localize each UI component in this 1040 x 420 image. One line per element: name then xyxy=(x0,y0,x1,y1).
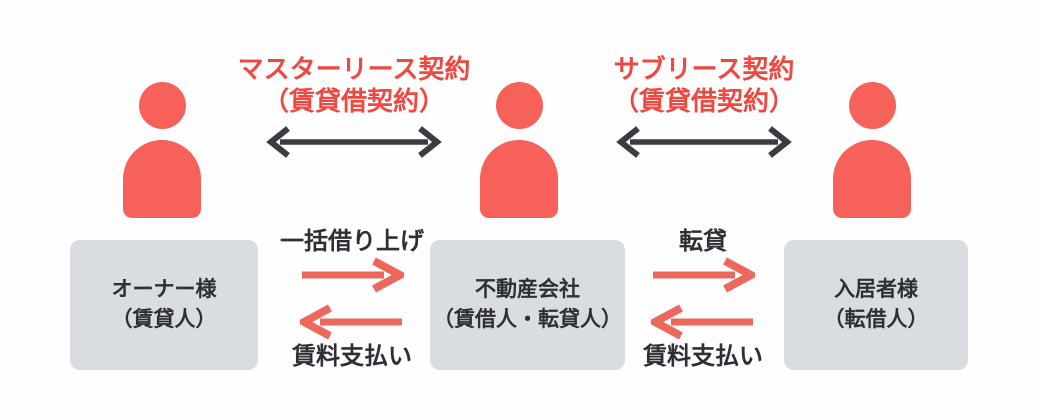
actor-role: （転借人） xyxy=(823,308,929,331)
owner-box-label: オーナー様 （賃貸人） xyxy=(112,275,217,335)
contract-title-line2: （賃貸借契約） xyxy=(612,86,795,116)
contract-title-line1: サブリース契約 xyxy=(613,54,795,84)
person-head-icon xyxy=(495,82,543,129)
double-headed-arrow-icon xyxy=(266,126,442,158)
person-body-icon xyxy=(833,140,911,218)
company-person-icon xyxy=(478,82,560,218)
flow-forward-label: 転貸 xyxy=(679,228,727,255)
actor-role: （賃借人・転貸人） xyxy=(433,308,622,331)
actor-role: （賃貸人） xyxy=(111,308,217,331)
flow-back-label: 賃料支払い xyxy=(292,343,412,370)
actor-name: 入居者様 xyxy=(834,278,918,301)
contract-title-line1: マスターリース契約 xyxy=(237,54,471,84)
person-body-icon xyxy=(123,140,201,218)
owner-box: オーナー様 （賃貸人） xyxy=(70,240,258,370)
left-arrow-icon xyxy=(300,304,402,340)
right-arrow-icon xyxy=(653,257,755,293)
contract-title: マスターリース契約 （賃貸借契約） xyxy=(204,53,504,117)
left-arrow-icon xyxy=(651,304,753,340)
person-head-icon xyxy=(848,82,896,129)
contract-title: サブリース契約 （賃貸借契約） xyxy=(554,53,854,117)
actor-name: オーナー様 xyxy=(111,278,217,301)
company-box: 不動産会社 （賃借人・転貸人） xyxy=(430,240,625,370)
person-head-icon xyxy=(138,82,186,129)
flow-forward-label: 一括借り上げ xyxy=(280,228,424,255)
tenant-person-icon xyxy=(831,82,913,218)
flow-back-label: 賃料支払い xyxy=(643,343,763,370)
person-body-icon xyxy=(480,140,558,218)
tenant-box: 入居者様 （転借人） xyxy=(784,240,968,370)
double-headed-arrow-icon xyxy=(616,126,792,158)
tenant-box-label: 入居者様 （転借人） xyxy=(824,275,929,335)
contract-title-line2: （賃貸借契約） xyxy=(262,86,445,116)
right-arrow-icon xyxy=(302,257,404,293)
owner-person-icon xyxy=(121,82,203,218)
actor-name: 不動産会社 xyxy=(475,278,580,301)
company-box-label: 不動産会社 （賃借人・転貸人） xyxy=(433,275,622,335)
